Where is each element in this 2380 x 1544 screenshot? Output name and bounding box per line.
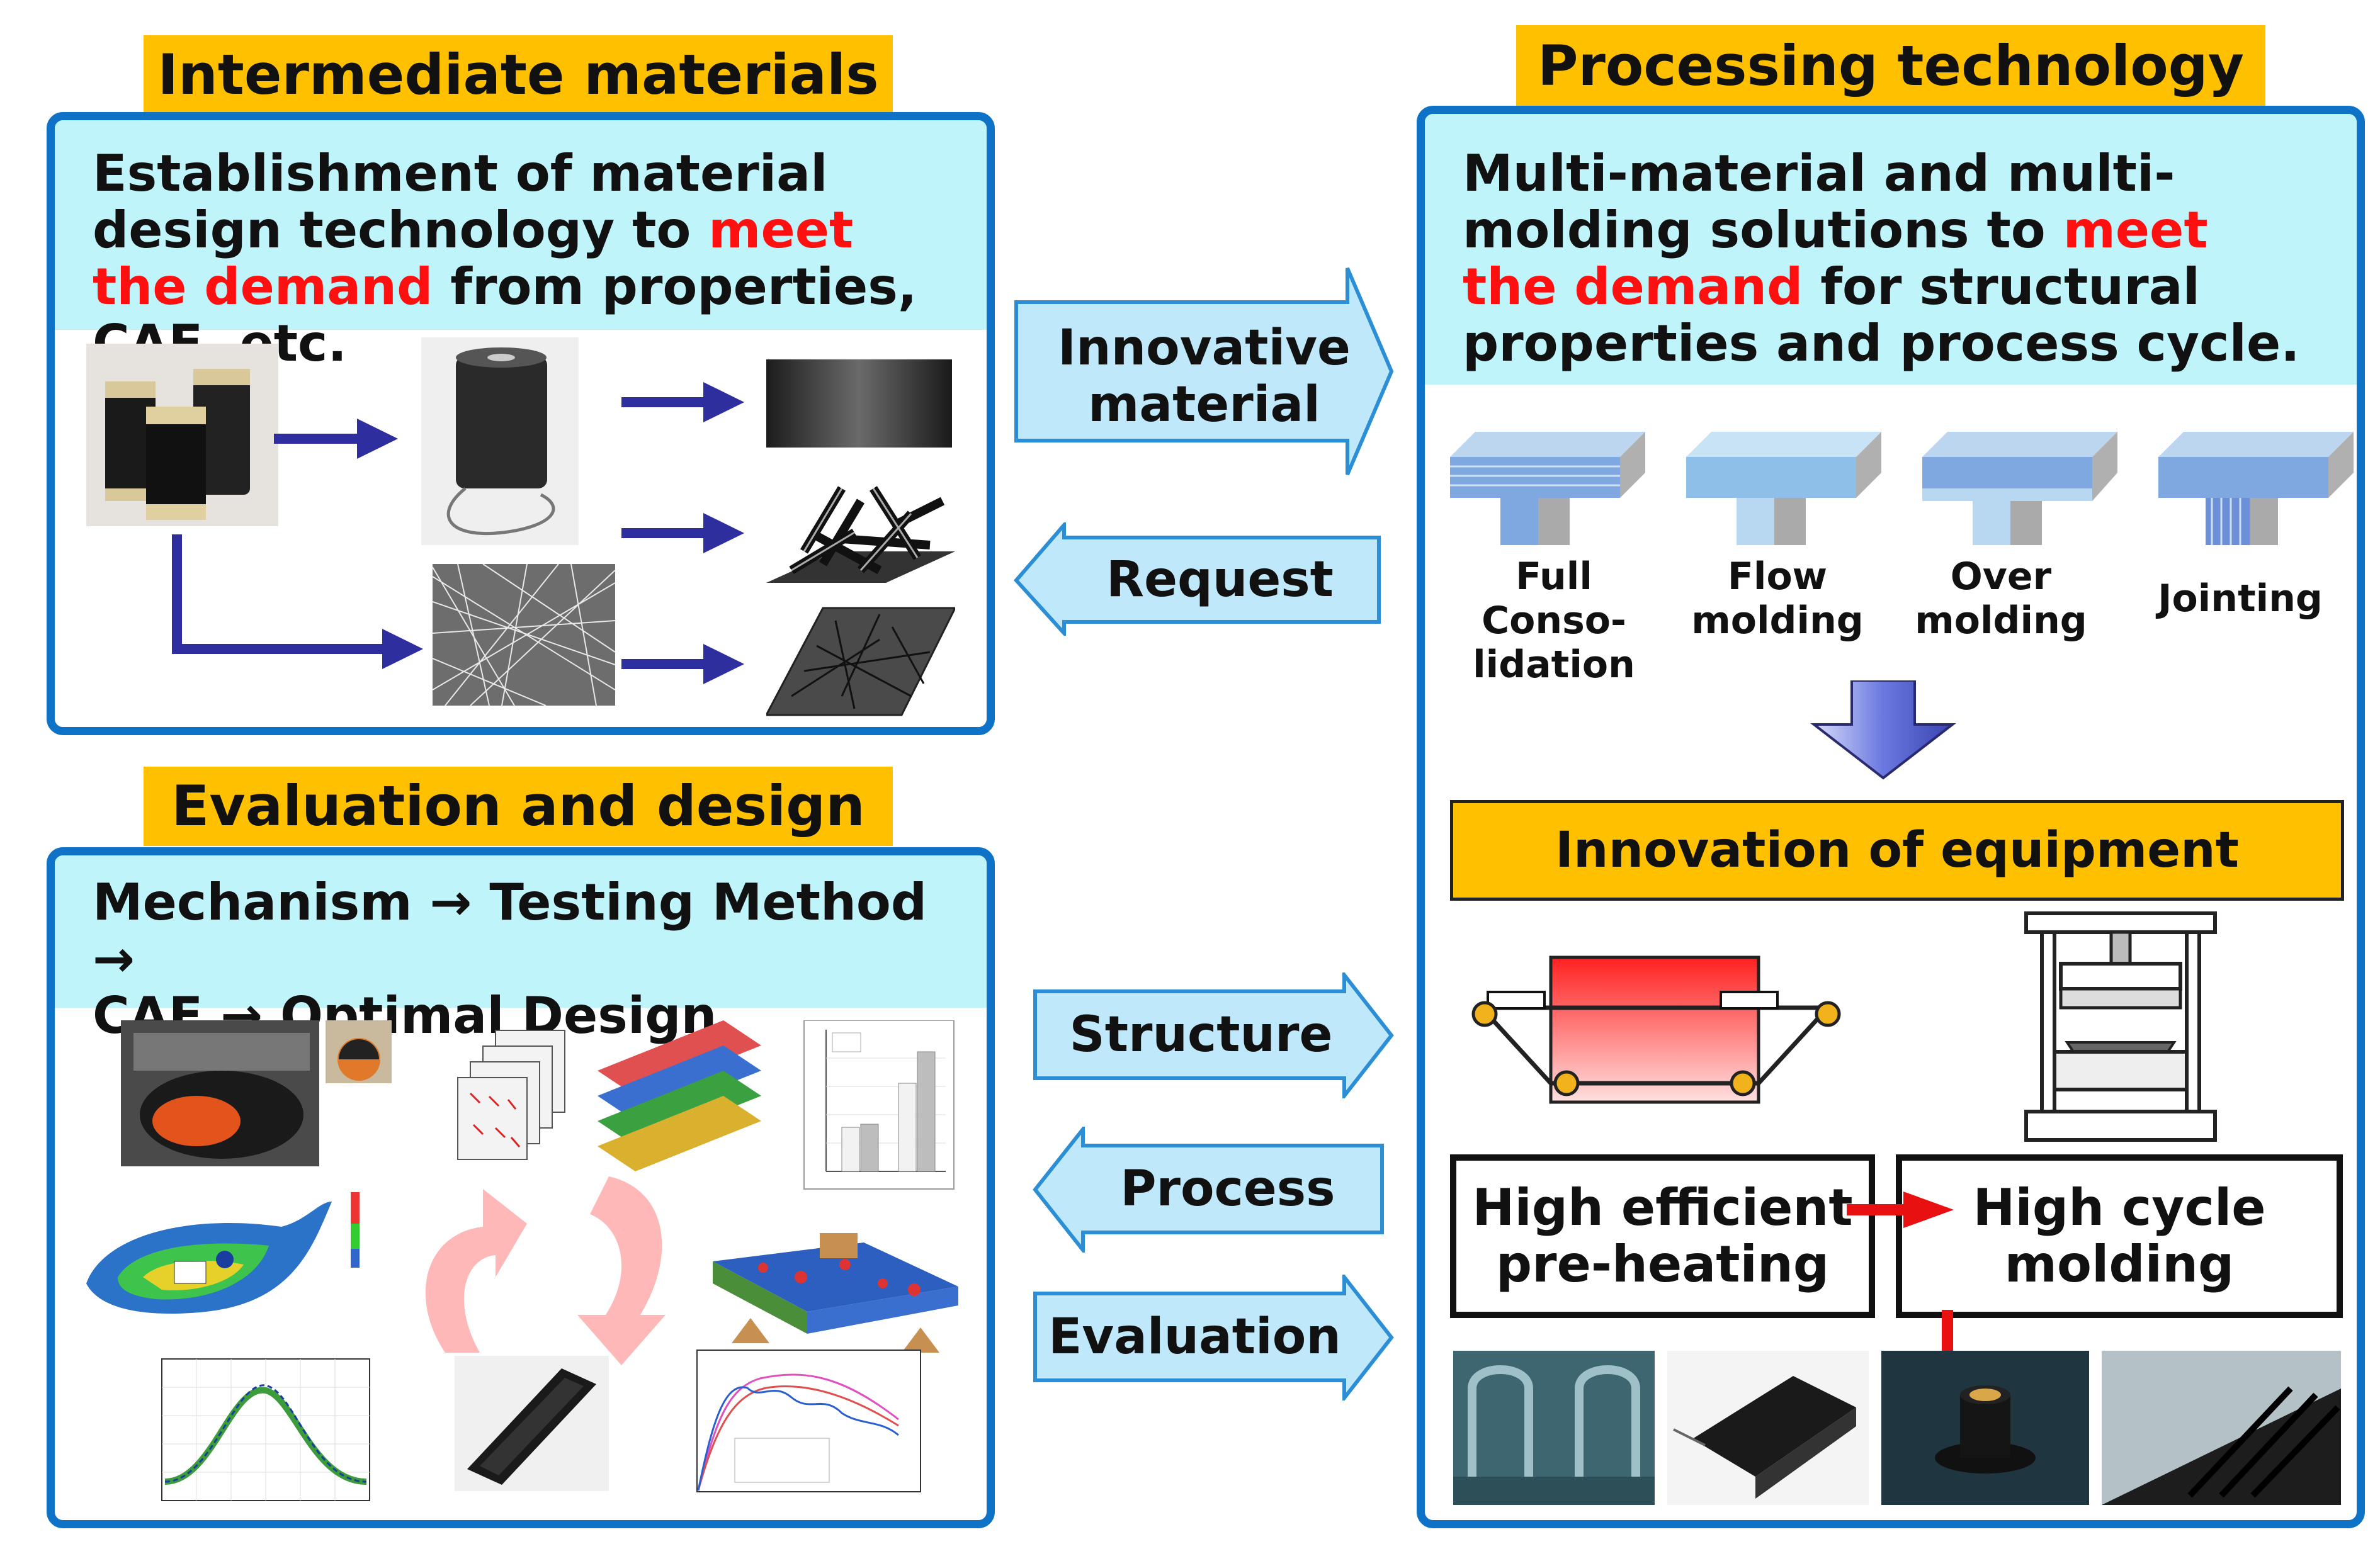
- evaluation-panel: Mechanism → Testing Method → CAE → Optim…: [47, 847, 995, 1528]
- high-cycle-molding-box: High cycle molding: [1896, 1154, 2343, 1318]
- high-efficient-preheating-box: High efficient pre-heating: [1450, 1154, 1875, 1318]
- beam-simulation-image: [713, 1233, 958, 1353]
- molded-beam-part-image: [455, 1356, 609, 1491]
- request-arrow: Request: [1014, 522, 1382, 636]
- equipment-title: Innovation of equipment: [1555, 822, 2239, 879]
- cae-contour-image: [80, 1176, 370, 1334]
- right-arrow-shape: [1014, 267, 1394, 476]
- evaluation-label: Evaluation: [1048, 1309, 1341, 1365]
- red-process-arrows: [1847, 1192, 1967, 1392]
- structure-arrow: Structure: [1033, 972, 1395, 1098]
- molded-part-photo-2: [1667, 1351, 1869, 1505]
- innovative-label-line2: material: [1088, 376, 1320, 433]
- evaluation-title-tab: Evaluation and design: [144, 767, 893, 846]
- left-arrow-shape: [1014, 522, 1381, 636]
- right-arrow-shape: [1033, 972, 1394, 1098]
- molded-part-photo-4: [2102, 1351, 2341, 1505]
- material-flow-arrows: [172, 382, 744, 684]
- design-cycle-arrows: [425, 1176, 666, 1365]
- distribution-line-chart-image: [161, 1358, 370, 1501]
- load-displacement-chart-image: [696, 1350, 921, 1492]
- evaluation-description: Mechanism → Testing Method → CAE → Optim…: [55, 855, 987, 1044]
- left-arrow-shape: [1033, 1127, 1384, 1253]
- method-over-molding: Over molding: [1915, 555, 2087, 643]
- chopped-strand-image: [766, 486, 955, 583]
- laminate-layers-image: [457, 1030, 565, 1160]
- down-arrow-icon: [1810, 680, 1956, 780]
- evaluation-arrow: Evaluation: [1033, 1275, 1395, 1400]
- processing-description: Multi-material and multi-molding solutio…: [1425, 114, 2357, 385]
- intermediate-title: Intermediate materials: [157, 42, 879, 107]
- intermediate-description: Establishment of material design technol…: [55, 120, 987, 372]
- jointing-icon: [2158, 432, 2354, 545]
- intermediate-panel: Establishment of material design technol…: [47, 112, 995, 735]
- molded-part-photo-1: [1453, 1351, 1655, 1505]
- random-fiber-plate-image: [766, 607, 955, 716]
- molded-part-photo-3: [1881, 1351, 2089, 1505]
- crash-test-image: [121, 1020, 392, 1166]
- process-arrow: Process: [1033, 1127, 1385, 1253]
- method-flow-molding: Flow molding: [1691, 555, 1864, 643]
- preheater-diagram: [1471, 955, 1841, 1104]
- method-jointing: Jointing: [2158, 577, 2323, 621]
- method-full-consolidation: Full Conso- lidation: [1473, 555, 1635, 687]
- intermediate-title-tab: Intermediate materials: [144, 35, 893, 115]
- carbon-fiber-spool-image: [421, 337, 579, 545]
- structure-label: Structure: [1069, 1006, 1333, 1063]
- cf-sheet-image: [766, 359, 952, 448]
- processing-panel: Multi-material and multi-molding solutio…: [1417, 106, 2365, 1528]
- innovative-label-line1: Innovative: [1058, 320, 1351, 376]
- strength-bar-chart-image: [803, 1020, 955, 1190]
- flow-molding-icon: [1686, 432, 1881, 545]
- process-label: Process: [1120, 1161, 1335, 1217]
- innovative-material-arrow: Innovative material: [1014, 264, 1395, 478]
- evaluation-title: Evaluation and design: [171, 774, 865, 838]
- processing-title-tab: Processing technology: [1516, 25, 2265, 107]
- over-molding-icon: [1922, 432, 2117, 545]
- fiber-bobbins-image: [86, 344, 278, 526]
- press-machine-diagram: [2024, 911, 2217, 1142]
- request-label: Request: [1106, 551, 1334, 608]
- right-arrow-shape: [1033, 1275, 1394, 1400]
- random-fiber-mat-image: [433, 564, 615, 706]
- equipment-banner: Innovation of equipment: [1450, 800, 2344, 901]
- full-consolidation-icon: [1450, 432, 1645, 545]
- cae-ply-layers-image: [598, 1020, 761, 1171]
- processing-title: Processing technology: [1537, 33, 2245, 98]
